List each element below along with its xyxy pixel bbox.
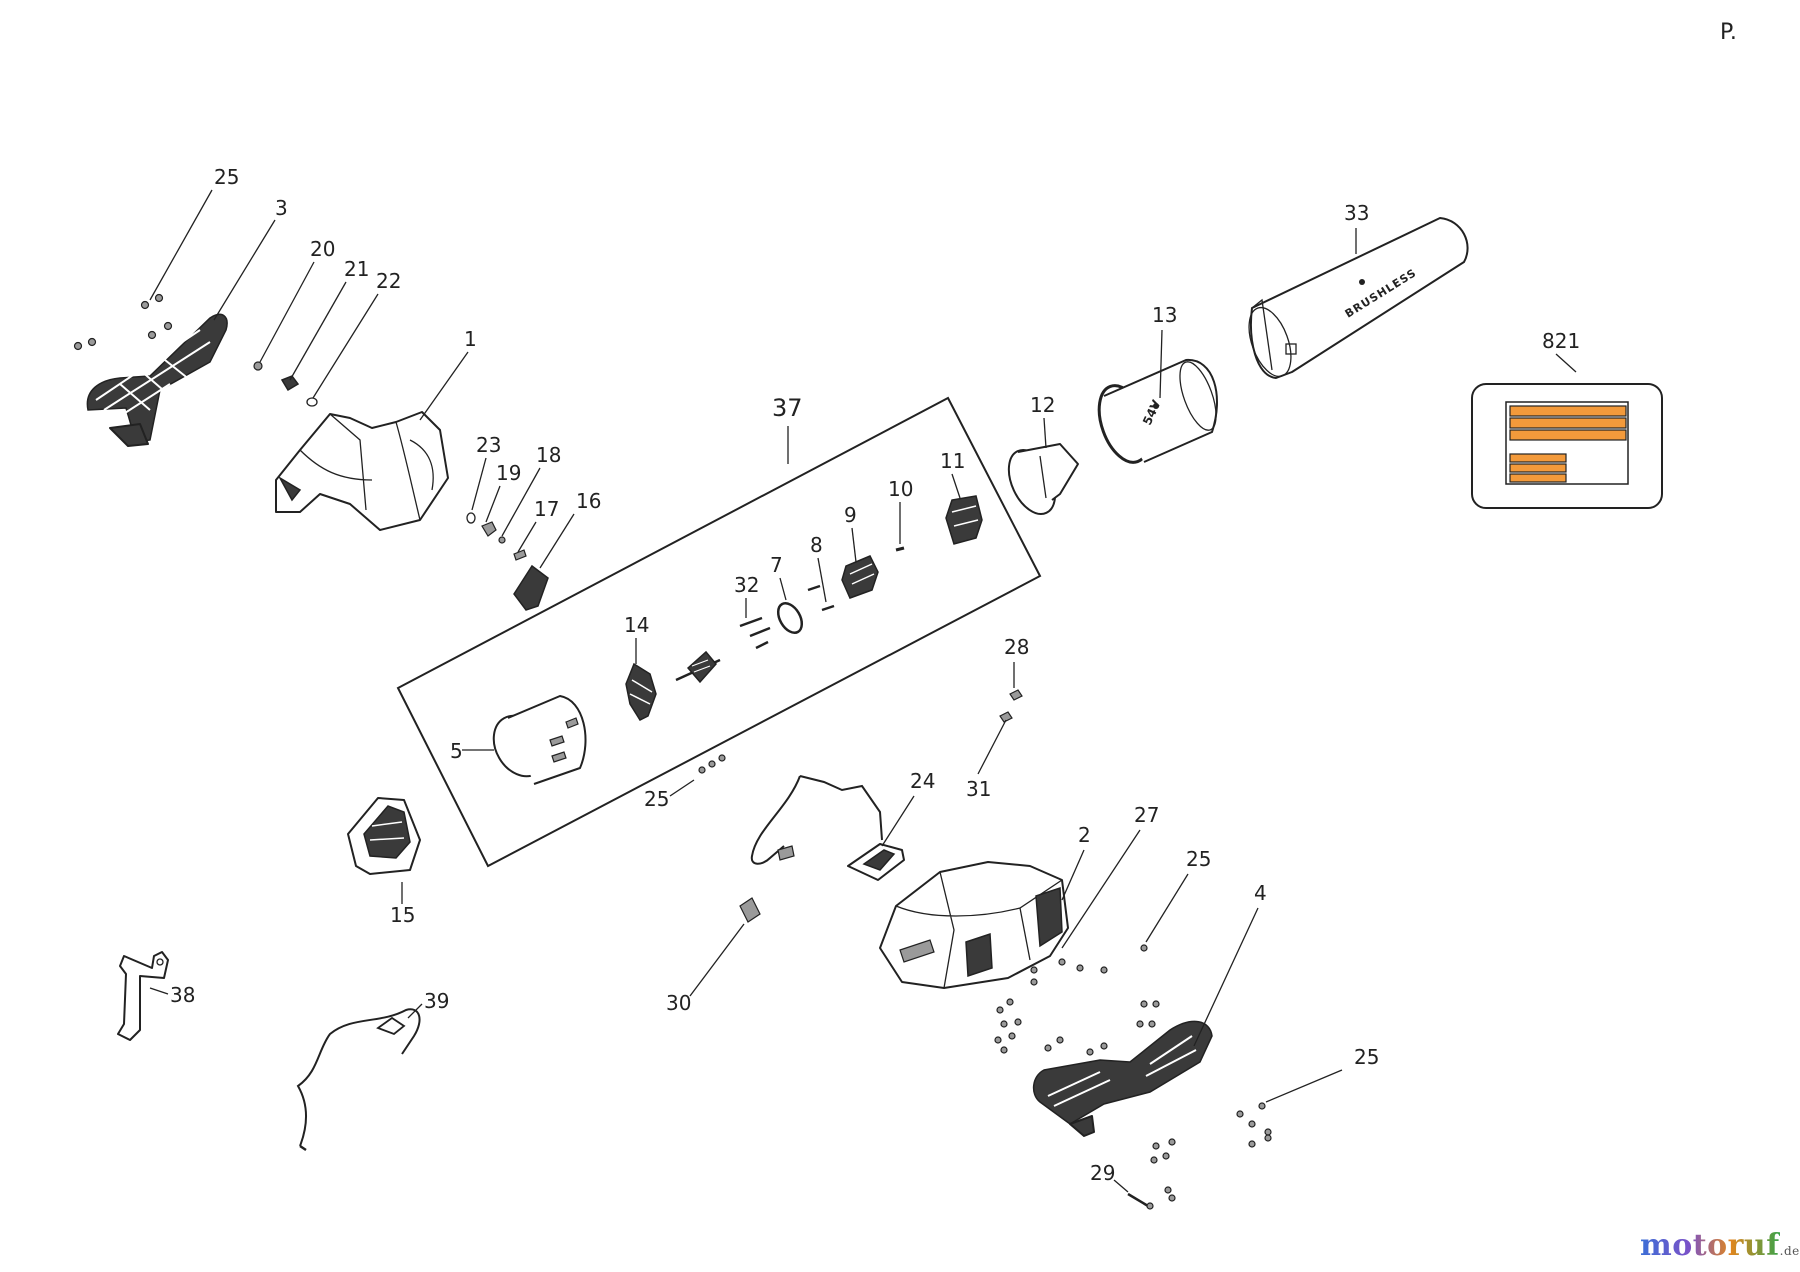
watermark-suffix: .de: [1779, 1244, 1800, 1258]
part-7-ring[interactable]: [773, 599, 806, 637]
part-3-grille[interactable]: [86, 313, 228, 447]
callout-13[interactable]: 13: [1152, 303, 1177, 327]
callout-32[interactable]: 32: [734, 573, 759, 597]
watermark-logo: motoruf.de: [1640, 1228, 1800, 1263]
callout-21[interactable]: 21: [344, 257, 369, 281]
screws-lower-housing: [994, 944, 1160, 1056]
callout-14[interactable]: 14: [624, 613, 649, 637]
callout-11[interactable]: 11: [940, 449, 965, 473]
part-2-lower-housing[interactable]: [879, 861, 1069, 989]
page-marker: P.: [1720, 20, 1737, 45]
part-1-upper-housing[interactable]: [275, 411, 449, 531]
callout-4[interactable]: 4: [1254, 881, 1267, 905]
callout-5[interactable]: 5: [450, 739, 463, 763]
screws-25b: [698, 754, 726, 774]
part-29-screw[interactable]: [1127, 1192, 1154, 1210]
callout-20[interactable]: 20: [310, 237, 335, 261]
callout-24[interactable]: 24: [910, 769, 935, 793]
callout-38[interactable]: 38: [170, 983, 195, 1007]
callout-25c[interactable]: 25: [1186, 847, 1211, 871]
motor-rotor[interactable]: [675, 650, 721, 684]
callout-19[interactable]: 19: [496, 461, 521, 485]
callout-23[interactable]: 23: [476, 433, 501, 457]
callout-15[interactable]: 15: [390, 903, 415, 927]
part-4-bottom-grille[interactable]: [1032, 1020, 1213, 1137]
watermark-name: motoruf: [1640, 1228, 1780, 1263]
callout-12[interactable]: 12: [1030, 393, 1055, 417]
callout-29[interactable]: 29: [1090, 1161, 1115, 1185]
part-9-stator[interactable]: [841, 555, 879, 599]
part-28-31-nuts[interactable]: [999, 689, 1023, 723]
callout-16[interactable]: 16: [576, 489, 601, 513]
callout-3[interactable]: 3: [275, 196, 288, 220]
callout-25d[interactable]: 25: [1354, 1045, 1379, 1069]
assembly-37-frame: [396, 396, 1042, 868]
callout-8[interactable]: 8: [810, 533, 823, 557]
part-32-screws[interactable]: [739, 616, 771, 650]
part-11-motor-cap[interactable]: [945, 495, 983, 545]
callout-1[interactable]: 1: [464, 327, 477, 351]
callout-17[interactable]: 17: [534, 497, 559, 521]
part-24-wiring-harness[interactable]: [750, 775, 905, 881]
callout-25b[interactable]: 25: [644, 787, 669, 811]
part-20-21-22-fasteners[interactable]: [253, 361, 318, 407]
part-33-blower-tube[interactable]: BRUSHLESS: [1241, 217, 1469, 382]
callout-30[interactable]: 30: [666, 991, 691, 1015]
part-15-rear-intake[interactable]: [347, 797, 421, 875]
part-13-tube[interactable]: 54V: [1090, 357, 1224, 469]
part-30-clip[interactable]: [739, 897, 761, 923]
part-5-fan-shroud[interactable]: [483, 695, 587, 786]
callout-39[interactable]: 39: [424, 989, 449, 1013]
switch-parts-16-to-23[interactable]: [466, 512, 549, 611]
part-12-nozzle-cone[interactable]: [1000, 443, 1079, 522]
callout-25a[interactable]: 25: [214, 165, 239, 189]
callout-2[interactable]: 2: [1078, 823, 1091, 847]
screws-25a: [73, 293, 173, 351]
callout-10[interactable]: 10: [888, 477, 913, 501]
callout-9[interactable]: 9: [844, 503, 857, 527]
part-14-impeller[interactable]: [625, 662, 657, 721]
callout-37[interactable]: 37: [772, 394, 803, 422]
callout-27[interactable]: 27: [1134, 803, 1159, 827]
callout-821[interactable]: 821: [1542, 329, 1580, 353]
screws-25d: [1150, 1102, 1272, 1202]
part-39-wire[interactable]: [296, 1008, 421, 1152]
callout-7[interactable]: 7: [770, 553, 783, 577]
part-10-pin[interactable]: [895, 546, 905, 552]
callout-18[interactable]: 18: [536, 443, 561, 467]
part-8-screws[interactable]: [807, 584, 835, 612]
part-821-label[interactable]: [1471, 383, 1663, 509]
part-38-bracket[interactable]: [117, 951, 169, 1041]
callout-22[interactable]: 22: [376, 269, 401, 293]
callout-31[interactable]: 31: [966, 777, 991, 801]
callout-28[interactable]: 28: [1004, 635, 1029, 659]
callout-33[interactable]: 33: [1344, 201, 1369, 225]
